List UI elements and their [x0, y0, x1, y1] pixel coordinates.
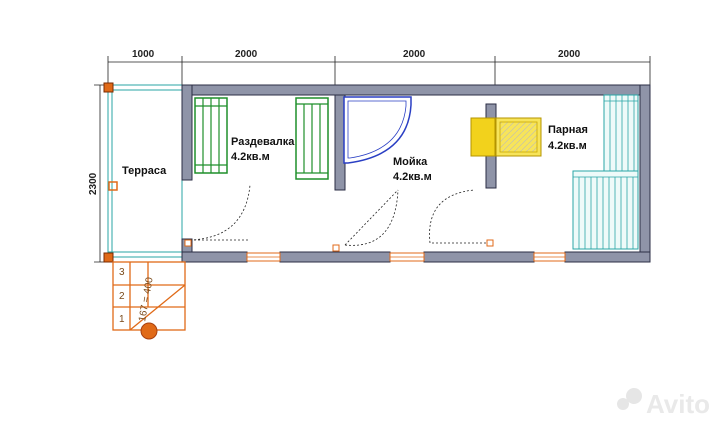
upper-shelf — [603, 94, 639, 172]
bench — [295, 97, 329, 180]
door — [189, 184, 251, 241]
watermark-dot-icon — [617, 398, 629, 410]
step-number: 2 — [119, 291, 125, 302]
door-hinge — [332, 244, 340, 252]
step-number: 1 — [119, 314, 125, 325]
room-name-terrace: Терраса — [122, 165, 167, 177]
shower-tray — [343, 96, 412, 164]
door — [344, 189, 399, 246]
room-area-washroom: 4.2кв.м — [393, 171, 432, 183]
post — [103, 252, 114, 263]
post — [103, 82, 114, 93]
door — [429, 189, 486, 244]
window — [533, 252, 566, 262]
watermark: Avito — [617, 388, 710, 419]
room-area-changing: 4.2кв.м — [231, 151, 270, 163]
post — [108, 181, 118, 191]
step-number: 3 — [119, 267, 125, 278]
room-area-steam: 4.2кв.м — [548, 140, 587, 152]
top-dimension-line — [107, 56, 651, 86]
stair-dimension: 167 = 400 — [137, 276, 156, 322]
window — [389, 252, 425, 262]
watermark-text: Avito — [646, 389, 710, 419]
stairs — [112, 261, 186, 331]
window — [246, 252, 281, 262]
stove — [470, 117, 542, 157]
dimension-label: 2000 — [235, 49, 258, 60]
door-hinge — [184, 239, 192, 247]
dimension-label: 2300 — [88, 172, 99, 195]
door-hinge — [486, 239, 494, 247]
dimension-label: 1000 — [132, 49, 155, 60]
dimension-label: 2000 — [558, 49, 581, 60]
lower-shelf — [572, 170, 639, 250]
bench — [194, 97, 228, 174]
stair-marker-icon — [140, 322, 158, 340]
room-name-changing: Раздевалка — [231, 136, 295, 148]
room-name-washroom: Мойка — [393, 156, 428, 168]
dimension-label: 2000 — [403, 49, 426, 60]
outer-walls — [181, 84, 651, 263]
watermark-dot-icon — [626, 388, 642, 404]
room-name-steam: Парная — [548, 124, 588, 136]
